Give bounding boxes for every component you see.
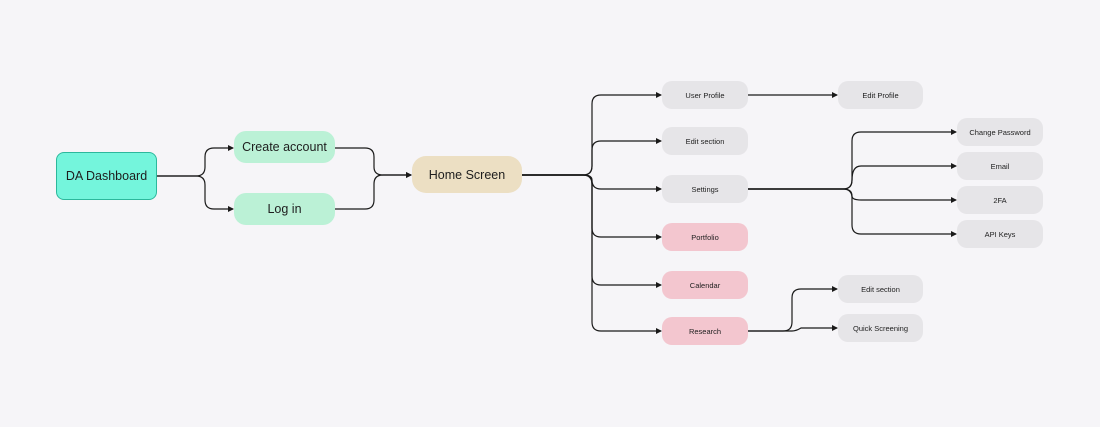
node-label: Calendar [689, 280, 721, 290]
edge-settings-api-keys [748, 188, 957, 237]
node-2fa[interactable]: 2FA [957, 186, 1043, 214]
edge-root-create-account [157, 145, 234, 177]
node-edit-section[interactable]: Edit section [662, 127, 748, 155]
node-quick-screening[interactable]: Quick Screening [838, 314, 923, 342]
edge-research-edit-section [748, 286, 838, 332]
edge-create-account-home [335, 147, 412, 178]
node-label: Edit section [861, 284, 900, 294]
node-label: Email [990, 161, 1010, 171]
node-label: API Keys [984, 229, 1016, 239]
node-edit-profile[interactable]: Edit Profile [838, 81, 923, 109]
node-portfolio[interactable]: Portfolio [662, 223, 748, 251]
node-calendar[interactable]: Calendar [662, 271, 748, 299]
node-label: Portfolio [691, 232, 719, 242]
edge-root-log-in [157, 175, 234, 212]
node-api-keys[interactable]: API Keys [957, 220, 1043, 248]
node-label: Settings [691, 184, 719, 194]
node-settings[interactable]: Settings [662, 175, 748, 203]
node-log-in[interactable]: Log in [234, 193, 335, 225]
node-label: Create account [242, 140, 327, 154]
node-label: Edit section [685, 136, 725, 146]
node-label: Edit Profile [862, 90, 899, 100]
node-label: Quick Screening [852, 323, 909, 333]
node-research-edit-section[interactable]: Edit section [838, 275, 923, 303]
node-label: 2FA [993, 195, 1007, 205]
edge-research-quick-screening [748, 325, 838, 332]
node-label: DA Dashboard [65, 169, 148, 183]
node-label: Change Password [969, 127, 1031, 137]
node-da-dashboard[interactable]: DA Dashboard [56, 152, 157, 200]
node-user-profile[interactable]: User Profile [662, 81, 748, 109]
edge-settings-email [748, 163, 957, 190]
node-email[interactable]: Email [957, 152, 1043, 180]
node-label: User Profile [685, 90, 725, 100]
node-label: Research [688, 326, 722, 336]
node-change-password[interactable]: Change Password [957, 118, 1043, 146]
node-label: Home Screen [428, 167, 506, 182]
edge-home-edit-section [522, 138, 662, 176]
node-label: Log in [267, 202, 302, 216]
node-home-screen[interactable]: Home Screen [412, 156, 522, 193]
node-research[interactable]: Research [662, 317, 748, 345]
edge-home-research [522, 174, 662, 334]
node-create-account[interactable]: Create account [234, 131, 335, 163]
edge-log-in-home [335, 172, 412, 210]
